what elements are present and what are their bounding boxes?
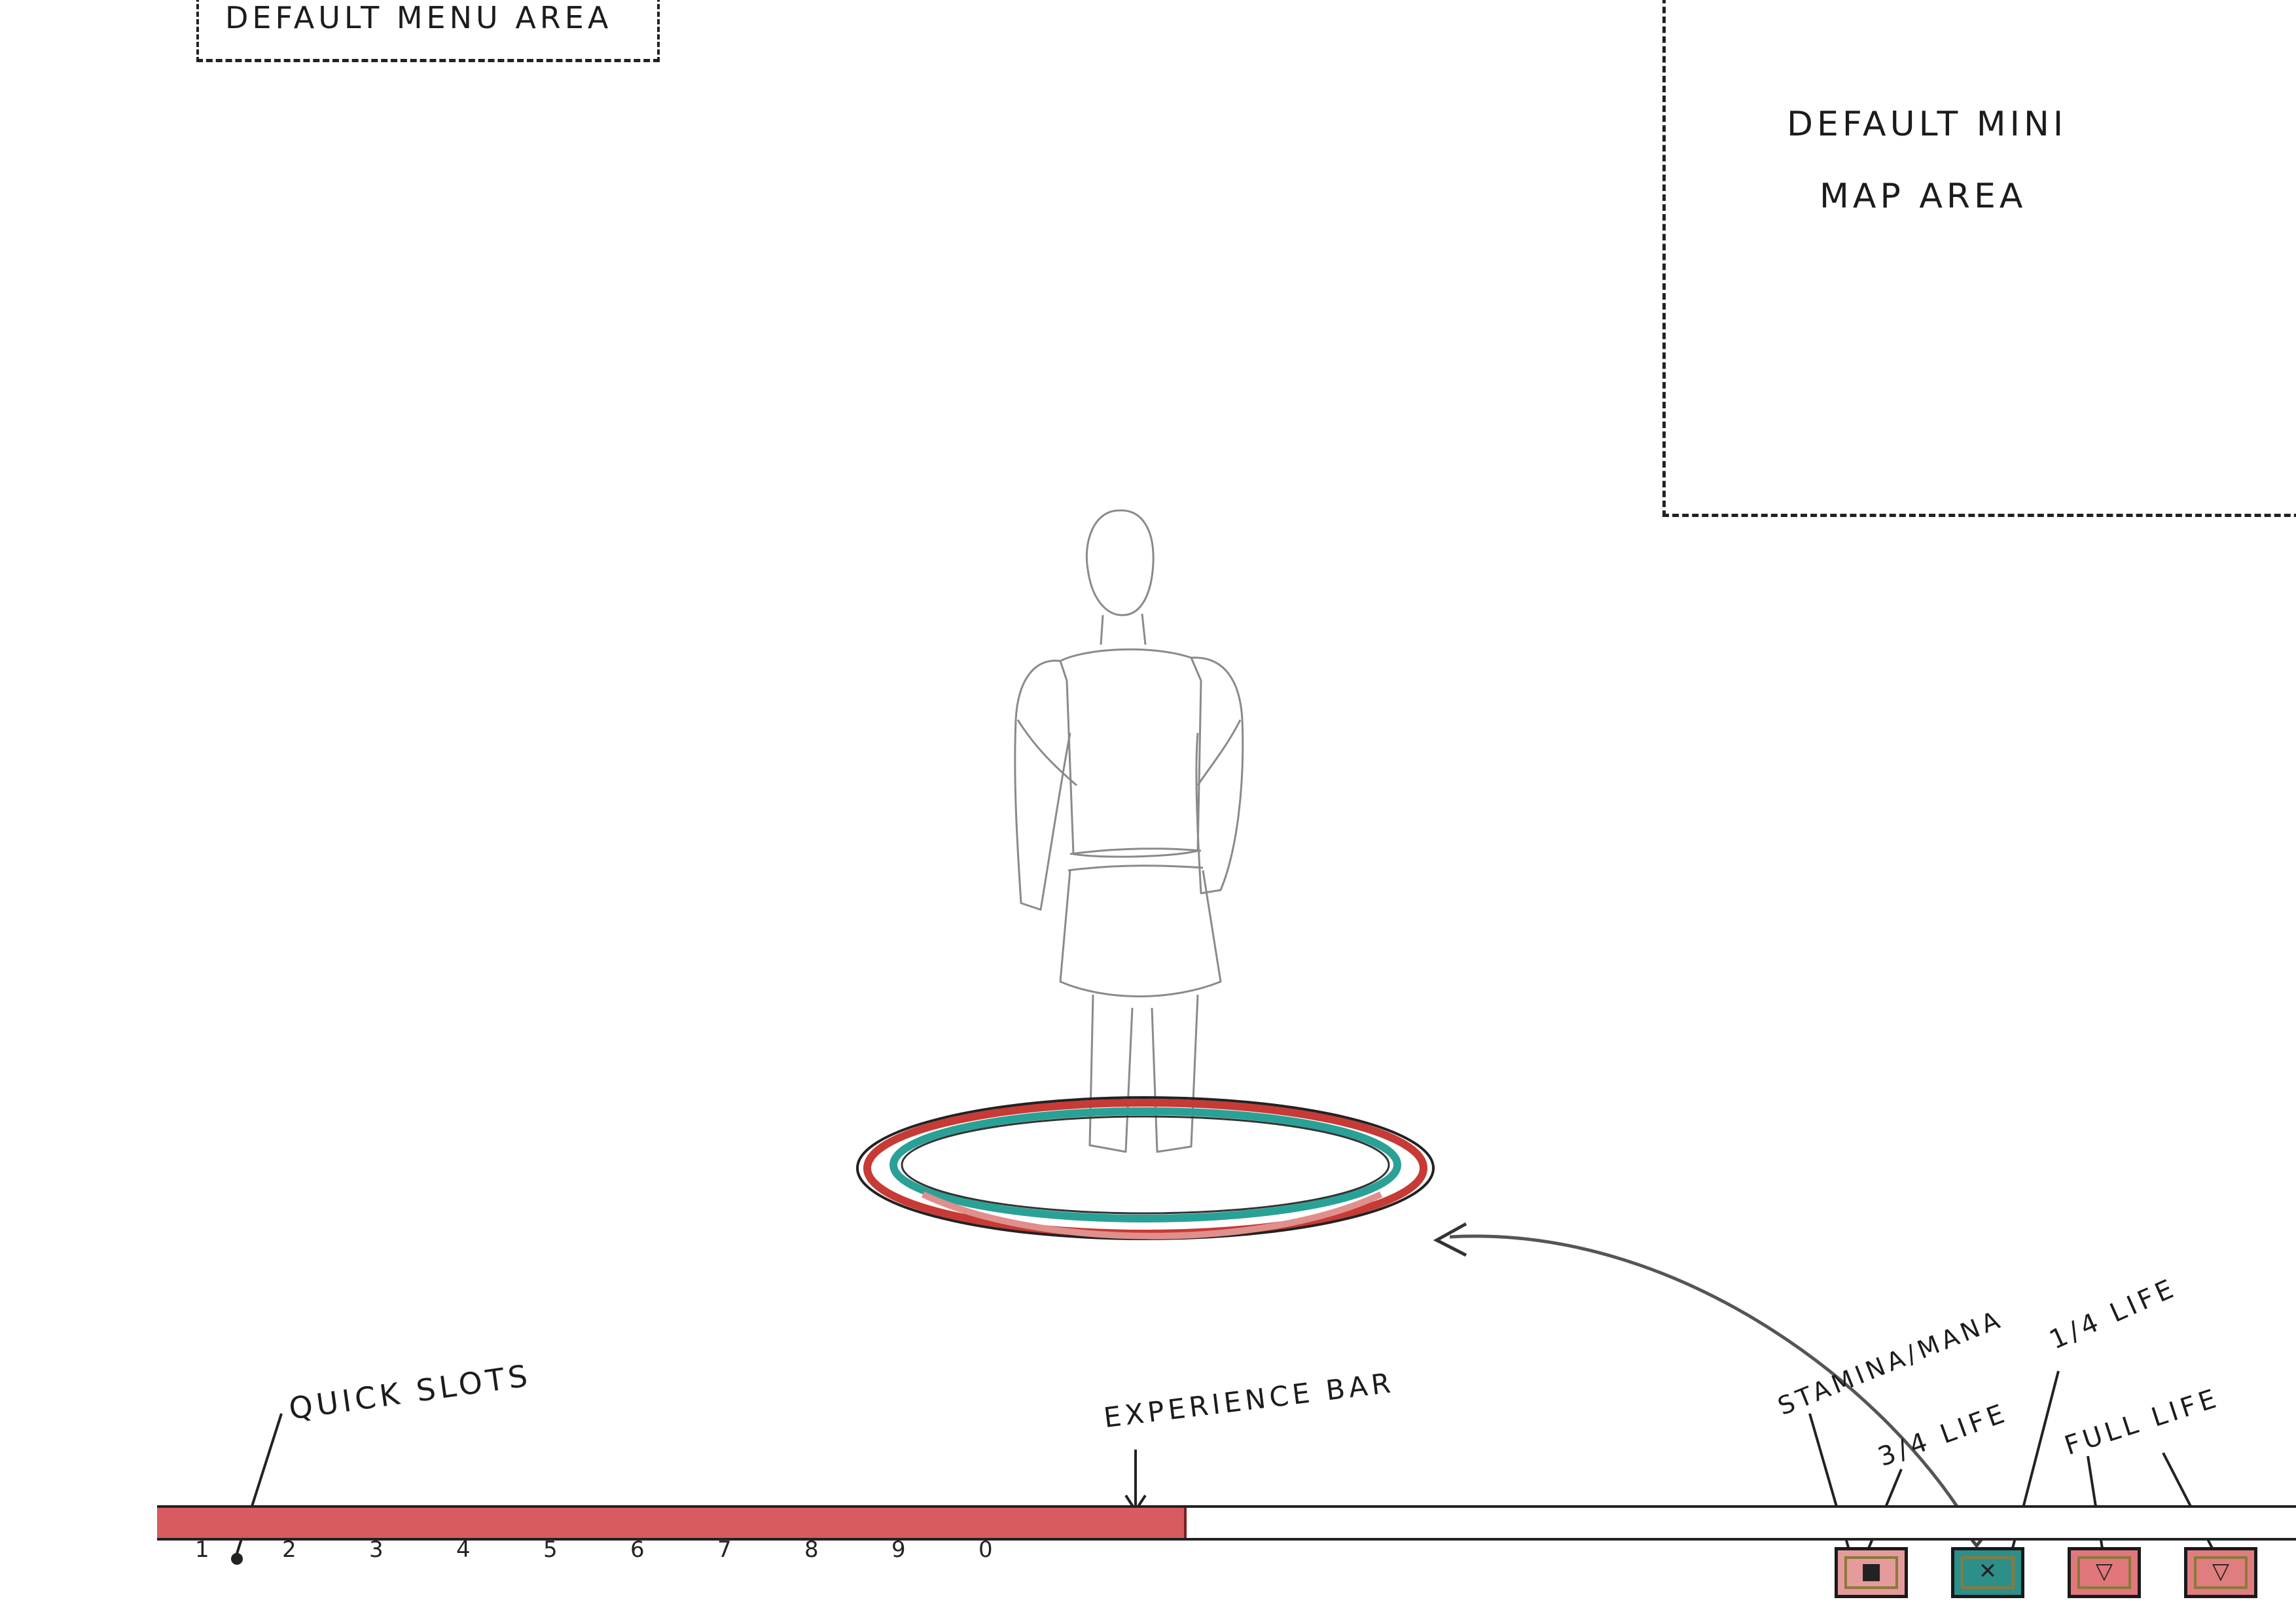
- quick-slot-2[interactable]: 2: [282, 1537, 296, 1563]
- quick-slot-9[interactable]: 9: [891, 1537, 906, 1563]
- minimap-label-line1: Default Mini: [1787, 105, 2067, 144]
- quarter-life-label: 1/4 Life: [2045, 1273, 2181, 1355]
- character-left-arm: [1015, 661, 1070, 910]
- default-menu-area[interactable]: Default Menu Area: [196, 0, 660, 62]
- quick-slot-0[interactable]: 0: [978, 1537, 993, 1563]
- life-ring-inner-outline: [902, 1116, 1389, 1213]
- quick-slots-label: Quick Slots: [287, 1357, 533, 1426]
- player-character[interactable]: [844, 484, 1446, 1296]
- default-minimap-area[interactable]: Default Mini Map Area: [1662, 0, 2296, 517]
- life-ring-inner: [893, 1111, 1397, 1219]
- quick-slot-7[interactable]: 7: [717, 1537, 732, 1563]
- character-figure: [1015, 510, 1243, 1152]
- three-quarter-life-box[interactable]: ▽: [2068, 1547, 2141, 1598]
- character-belt: [1068, 849, 1203, 870]
- three-quarter-life-icon: ▽: [2071, 1558, 2138, 1584]
- life-ring-link-arrow: [1450, 1236, 1977, 1538]
- stamina-mana-label: Stamina/Mana: [1774, 1304, 2007, 1421]
- minimap-label-line2: Map Area: [1820, 177, 2026, 216]
- character-legs: [1090, 995, 1198, 1152]
- quick-slots[interactable]: 1 2 3 4 5 6 7 8 9 0: [157, 1537, 1021, 1569]
- quick-slot-3[interactable]: 3: [369, 1537, 384, 1563]
- character-torso: [1060, 649, 1201, 857]
- quick-slot-6[interactable]: 6: [630, 1537, 645, 1563]
- experience-bar-fill: [157, 1508, 1187, 1538]
- character-head: [1086, 510, 1153, 615]
- experience-bar-label: Experience Bar: [1102, 1366, 1396, 1434]
- quick-slot-8[interactable]: 8: [804, 1537, 819, 1563]
- quick-slot-4[interactable]: 4: [456, 1537, 471, 1563]
- full-life-box[interactable]: ▽: [2184, 1547, 2257, 1598]
- three-quarter-life-label: 3/4 Life: [1874, 1398, 2012, 1472]
- quarter-life-icon: ✕: [1954, 1558, 2021, 1584]
- experience-bar: [157, 1505, 2296, 1541]
- menu-area-label: Default Menu Area: [225, 0, 612, 35]
- quarter-life-box[interactable]: ✕: [1951, 1547, 2024, 1598]
- character-tunic: [1060, 870, 1221, 997]
- full-life-label: Full Life: [2061, 1383, 2223, 1461]
- life-ring: [857, 1097, 1433, 1239]
- stamina-mana-icon: ■: [1838, 1558, 1905, 1584]
- quick-slot-1[interactable]: 1: [195, 1537, 209, 1563]
- full-life-icon: ▽: [2187, 1558, 2254, 1584]
- quick-slot-5[interactable]: 5: [543, 1537, 558, 1563]
- stamina-mana-box[interactable]: ■: [1835, 1547, 1908, 1598]
